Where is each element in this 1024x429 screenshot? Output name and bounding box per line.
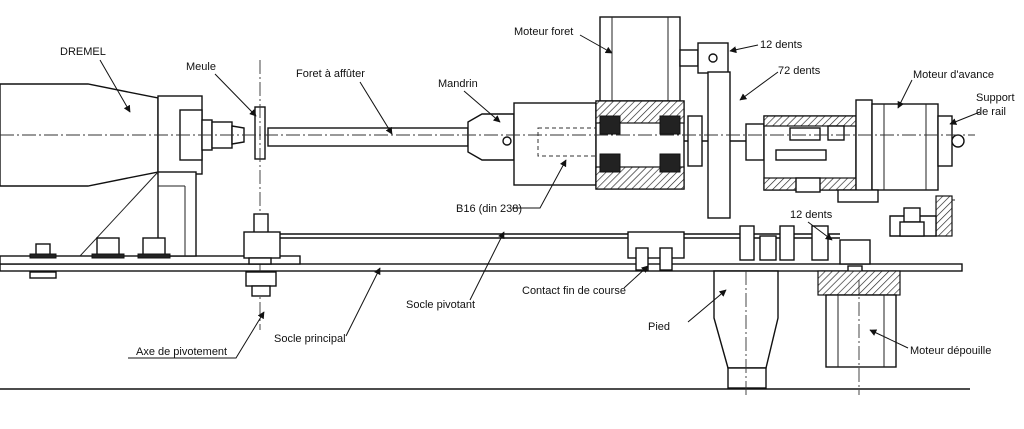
moteur-depouille [817, 270, 901, 395]
label-foret: Foret à affûter [296, 68, 365, 80]
label-12-dents-bottom: 12 dents [790, 209, 833, 221]
label-moteur-depouille: Moteur dépouille [910, 345, 991, 357]
label-support-rail-2: de rail [976, 106, 1006, 118]
label-dremel: DREMEL [60, 46, 106, 58]
label-socle-pivotant: Socle pivotant [406, 299, 475, 311]
label-mandrin: Mandrin [438, 78, 478, 90]
contact-fin-de-course [627, 231, 685, 271]
socle-principal-plate [0, 263, 963, 272]
leader-lines [99, 34, 981, 359]
dremel-support [79, 171, 197, 257]
label-contact: Contact fin de course [522, 285, 626, 297]
foret-drill-bit [267, 127, 469, 147]
mandrin-chuck [467, 102, 599, 186]
label-72-dents: 72 dents [778, 65, 821, 77]
bearing-housing [595, 100, 770, 190]
label-12-dents-top: 12 dents [760, 39, 803, 51]
label-meule: Meule [186, 61, 216, 73]
moteur-foret [599, 16, 729, 102]
pulley-72 [687, 71, 731, 219]
label-pied: Pied [648, 321, 670, 333]
label-moteur-foret: Moteur foret [514, 26, 573, 38]
label-b16: B16 (din 238) [456, 203, 522, 215]
label-moteur-avance: Moteur d'avance [913, 69, 994, 81]
moteur-avance-assembly [745, 99, 939, 203]
pivot-axis [243, 60, 281, 330]
support-rail [889, 115, 965, 237]
dremel-bolts [29, 237, 171, 279]
label-axe-pivotement: Axe de pivotement [136, 346, 227, 358]
label-socle-principal: Socle principal [274, 333, 346, 345]
label-support-rail-1: Support [976, 92, 1015, 104]
pied-foot [713, 270, 779, 395]
